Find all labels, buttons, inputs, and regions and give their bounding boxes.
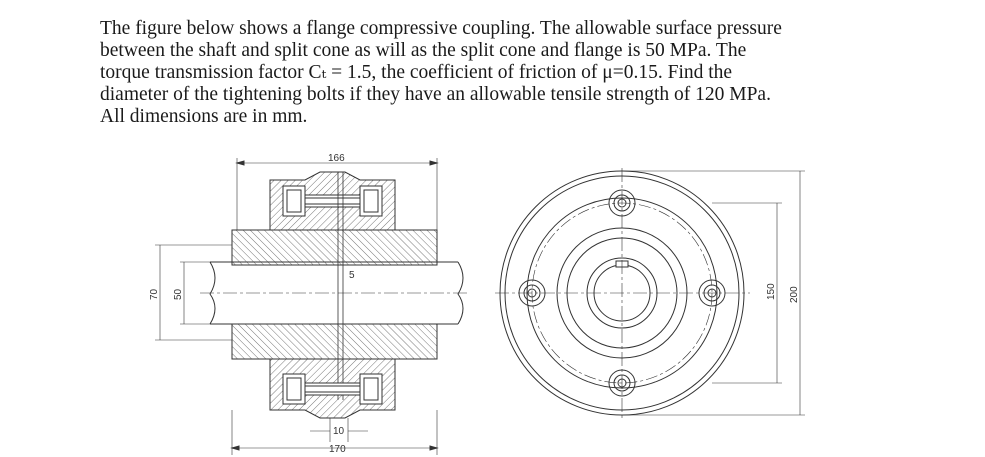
front-view	[495, 168, 805, 420]
problem-statement: The figure below shows a flange compress…	[100, 18, 890, 128]
problem-line: diameter of the tightening bolts if they…	[100, 84, 771, 105]
dim-5: 5	[349, 270, 355, 281]
dim-166: 166	[328, 153, 345, 164]
problem-line: All dimensions are in mm.	[100, 106, 308, 127]
dim-10: 10	[333, 426, 345, 437]
dim-170: 170	[329, 444, 346, 455]
bolt-head-bottom	[608, 369, 636, 397]
bolt-head-left	[518, 279, 546, 307]
dim-70: 70	[149, 288, 160, 300]
dim-50: 50	[173, 288, 184, 300]
side-view	[155, 158, 470, 455]
dim-150: 150	[766, 283, 777, 300]
problem-line: torque transmission factor Cₜ = 1.5, the…	[100, 62, 733, 83]
problem-line: The figure below shows a flange compress…	[100, 18, 782, 39]
dim-200: 200	[789, 286, 800, 303]
problem-line: between the shaft and split cone as will…	[100, 40, 747, 61]
bolt-head-right	[698, 279, 726, 307]
bolt-head-top	[608, 189, 636, 217]
coupling-drawing: 166 5 10 170 70 50	[149, 153, 805, 455]
